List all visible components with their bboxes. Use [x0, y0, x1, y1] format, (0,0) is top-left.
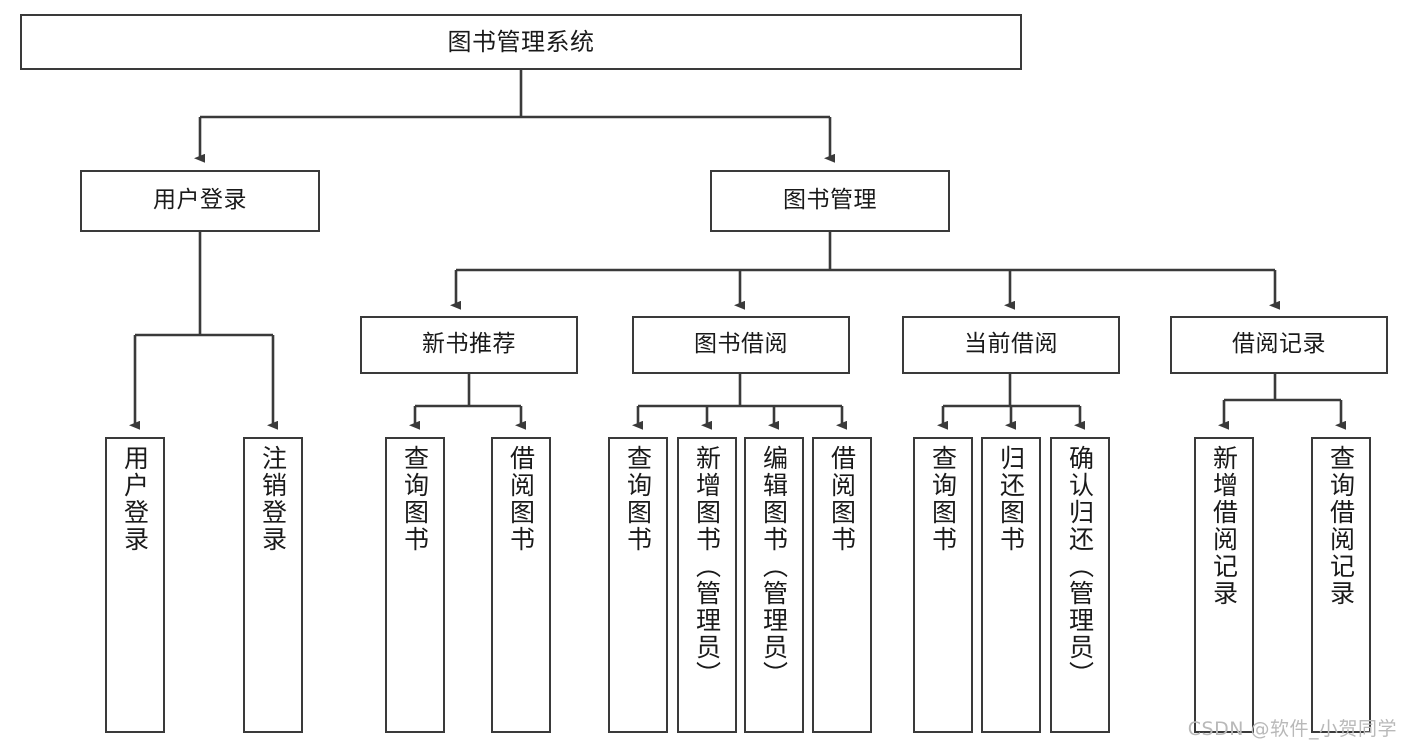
- node-label: 归还图书: [996, 445, 1026, 553]
- node-label: 图书管理: [783, 187, 877, 214]
- node-leaf-user-login[interactable]: 用户登录: [105, 437, 165, 733]
- node-leaf-confirm-return[interactable]: 确认归还（管理员）: [1050, 437, 1110, 733]
- node-borrow-record[interactable]: 借阅记录: [1170, 316, 1388, 374]
- node-leaf-return-book[interactable]: 归还图书: [981, 437, 1041, 733]
- node-label: 查询借阅记录: [1326, 445, 1356, 607]
- node-leaf-query-book-2[interactable]: 查询图书: [608, 437, 668, 733]
- node-label: 借阅图书: [827, 445, 857, 553]
- node-leaf-edit-book[interactable]: 编辑图书（管理员）: [744, 437, 804, 733]
- node-label: 用户登录: [153, 187, 247, 214]
- node-label: 用户登录: [120, 445, 150, 553]
- node-label: 借阅记录: [1232, 331, 1326, 358]
- node-label: 查询图书: [623, 445, 653, 553]
- node-label: 新增借阅记录: [1209, 445, 1239, 607]
- node-leaf-borrow-book-1[interactable]: 借阅图书: [491, 437, 551, 733]
- node-leaf-add-book[interactable]: 新增图书（管理员）: [677, 437, 737, 733]
- node-root-system[interactable]: 图书管理系统: [20, 14, 1022, 70]
- node-label: 当前借阅: [964, 331, 1058, 358]
- node-leaf-user-logout[interactable]: 注销登录: [243, 437, 303, 733]
- node-leaf-borrow-book-2[interactable]: 借阅图书: [812, 437, 872, 733]
- node-label: 图书借阅: [694, 331, 788, 358]
- node-leaf-query-book-1[interactable]: 查询图书: [385, 437, 445, 733]
- node-book-management[interactable]: 图书管理: [710, 170, 950, 232]
- node-user-login[interactable]: 用户登录: [80, 170, 320, 232]
- node-label: 注销登录: [258, 445, 288, 553]
- node-label: 查询图书: [400, 445, 430, 553]
- node-label: 编辑图书（管理员）: [759, 445, 789, 688]
- node-label: 图书管理系统: [447, 27, 595, 56]
- node-label: 确认归还（管理员）: [1065, 445, 1095, 688]
- node-label: 查询图书: [928, 445, 958, 553]
- node-label: 新增图书（管理员）: [692, 445, 722, 688]
- node-book-borrow[interactable]: 图书借阅: [632, 316, 850, 374]
- node-leaf-query-record[interactable]: 查询借阅记录: [1311, 437, 1371, 733]
- node-leaf-query-book-3[interactable]: 查询图书: [913, 437, 973, 733]
- node-label: 借阅图书: [506, 445, 536, 553]
- node-new-book-recommend[interactable]: 新书推荐: [360, 316, 578, 374]
- node-label: 新书推荐: [422, 331, 516, 358]
- watermark-text: CSDN @软件_小贺同学: [1187, 718, 1397, 740]
- node-leaf-add-record[interactable]: 新增借阅记录: [1194, 437, 1254, 733]
- node-current-borrow[interactable]: 当前借阅: [902, 316, 1120, 374]
